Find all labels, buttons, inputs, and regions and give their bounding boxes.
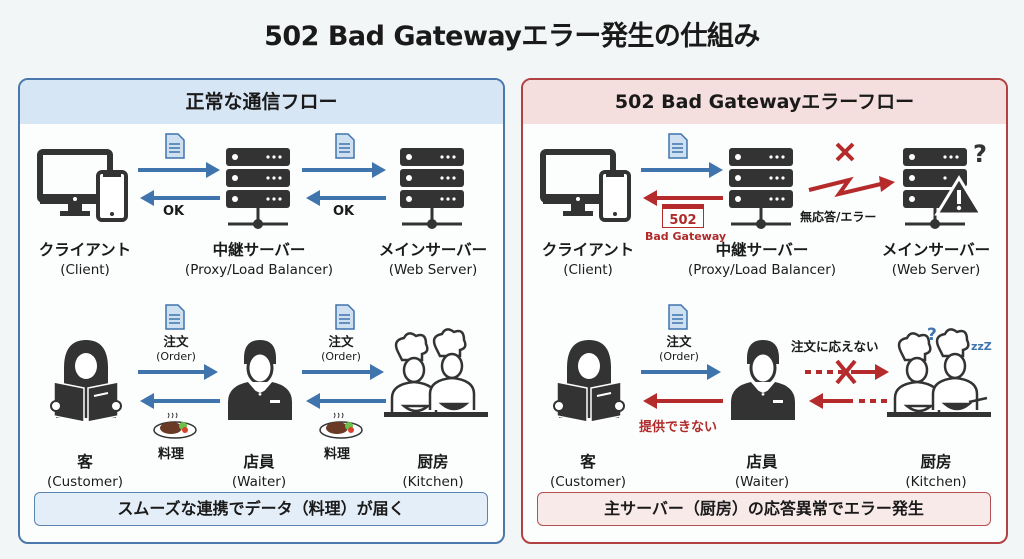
cannot-serve-arrow <box>643 393 723 409</box>
document-icon <box>165 133 185 159</box>
customer-waiter-arrows <box>641 304 723 409</box>
document-icon <box>668 304 688 330</box>
proxy-server-icon <box>729 148 793 229</box>
response-arrow <box>306 190 386 206</box>
dish-label-2: 料理 <box>324 447 351 462</box>
document-icon <box>335 133 355 159</box>
no-response-label: 無応答/エラー <box>800 210 877 224</box>
normal-panel-header: 正常な通信フロー <box>20 80 503 124</box>
cannot-serve-label: 提供できない <box>639 420 718 435</box>
dish-label-1: 料理 <box>158 447 185 462</box>
proxy-label: 中継サーバー (Proxy/Load Balancer) <box>184 241 334 278</box>
client-label: クライアント (Client) <box>38 241 132 278</box>
web-server-label: メインサーバー (Web Server) <box>378 241 488 278</box>
error-flow-panel: 502 Bad Gatewayエラーフロー 502 Bad Gateway <box>521 78 1008 544</box>
document-icon <box>165 304 185 330</box>
proxy-server-icon <box>226 148 290 229</box>
question-mark-icon: ? <box>973 140 987 168</box>
web-server-error-icon: ? <box>903 140 987 229</box>
error-page-icon: 502 <box>662 204 704 228</box>
broken-connection-arrow <box>808 142 895 198</box>
order-label-1: 注文 (Order) <box>156 334 196 363</box>
response-arrow <box>140 190 220 206</box>
order-arrow <box>641 364 721 380</box>
customer-reading-menu-icon <box>553 340 625 423</box>
client-label: クライアント (Client) <box>541 241 635 278</box>
question-mark-icon: ? <box>927 325 937 345</box>
failed-order-arrow <box>805 359 889 385</box>
request-arrow <box>641 162 723 178</box>
x-mark-icon <box>835 359 857 385</box>
dish-icon <box>319 412 363 439</box>
error-summary-box: 主サーバー（厨房）の応答異常でエラー発生 <box>537 492 991 526</box>
normal-summary-box: スムーズな連携でデータ（料理）が届く <box>34 492 488 526</box>
waiter-icon <box>228 340 292 420</box>
document-icon <box>335 304 355 330</box>
confused-sleeping-chefs-icon: ? zzZ <box>887 325 992 417</box>
customer-label: 客 (Customer) <box>46 453 124 490</box>
waiter-kitchen-arrows <box>302 304 386 409</box>
order-label-2: 注文 (Order) <box>321 334 361 363</box>
customer-waiter-arrows <box>138 304 220 409</box>
kitchen-label: 厨房 (Kitchen) <box>402 453 464 490</box>
web-server-icon <box>400 148 464 229</box>
ok-label-1: OK <box>163 204 185 219</box>
chefs-icon <box>384 328 488 417</box>
client-devices-icon <box>37 149 128 222</box>
proxy-web-arrows <box>302 133 386 206</box>
page-title: 502 Bad Gatewayエラー発生の仕組み <box>264 21 760 52</box>
kitchen-label: 厨房 (Kitchen) <box>905 453 967 490</box>
proxy-label: 中継サーバー (Proxy/Load Balancer) <box>687 241 837 278</box>
web-server-label: メインサーバー (Web Server) <box>881 241 991 278</box>
order-arrow <box>138 364 218 380</box>
waiter-icon <box>731 340 795 420</box>
failed-order-arrows <box>805 359 891 409</box>
x-mark-icon <box>835 142 855 162</box>
client-devices-icon <box>540 149 631 222</box>
no-reply-label: 注文に応えない <box>791 339 879 354</box>
dish-arrow <box>306 393 386 409</box>
dish-icon <box>153 412 197 439</box>
normal-flow-panel: 正常な通信フロー OK <box>18 78 505 544</box>
request-arrow <box>302 162 386 178</box>
customer-label: 客 (Customer) <box>549 453 627 490</box>
waiter-label: 店員 (Waiter) <box>231 453 287 490</box>
customer-reading-menu-icon <box>50 340 122 423</box>
document-icon <box>668 133 688 159</box>
error-panel-header: 502 Bad Gatewayエラーフロー <box>523 80 1006 124</box>
warning-icon <box>934 175 984 216</box>
order-arrow <box>302 364 384 380</box>
no-dish-arrow <box>809 393 891 409</box>
waiter-label: 店員 (Waiter) <box>734 453 790 490</box>
dish-arrow <box>140 393 220 409</box>
error-response-arrow <box>643 190 723 206</box>
ok-label-2: OK <box>333 204 355 219</box>
client-proxy-arrows <box>641 133 723 206</box>
sleep-z-icon: zzZ <box>971 340 992 353</box>
bad-gateway-caption: Bad Gateway <box>645 230 727 243</box>
client-proxy-arrows <box>138 133 220 206</box>
order-label: 注文 (Order) <box>659 334 699 363</box>
request-arrow <box>138 162 220 178</box>
